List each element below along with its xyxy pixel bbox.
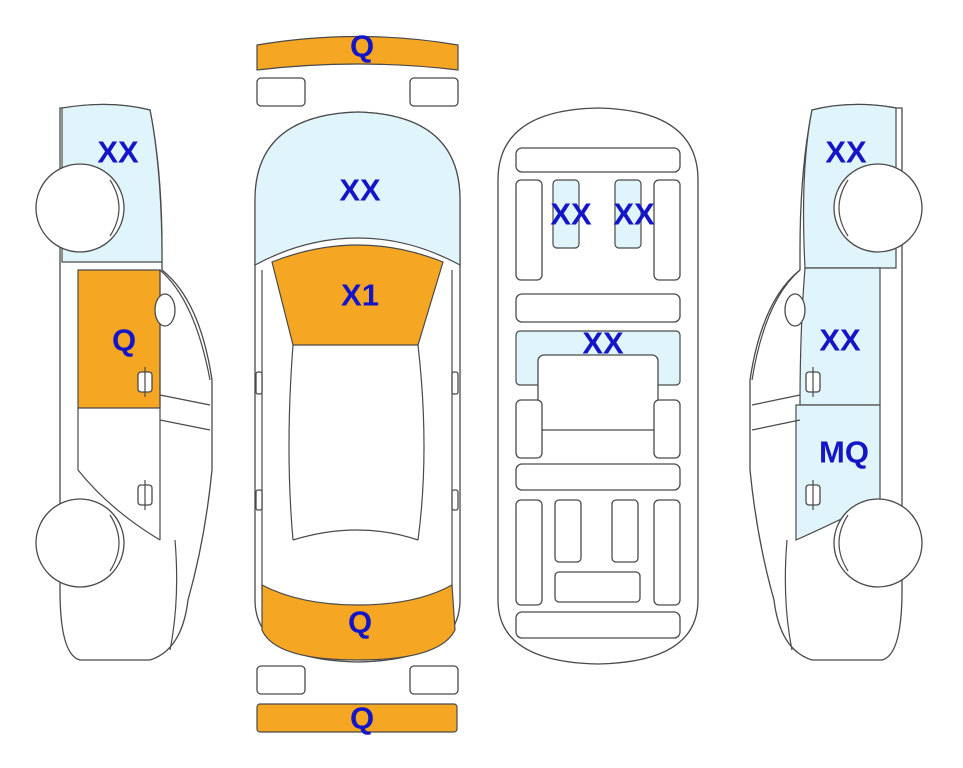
right-mirror: [784, 293, 806, 327]
interior-center-bar: [515, 293, 681, 323]
right-rear-pillar: [784, 539, 793, 651]
left-belt-line: [159, 394, 211, 406]
interior-right-door-front: [653, 179, 681, 281]
left-front-wheel-arc: [109, 179, 120, 237]
right-rear-handle: [805, 480, 821, 510]
right-rear-door-label: MQ: [819, 435, 869, 470]
top-hood-label: XX: [339, 173, 381, 208]
left-side-view: XX Q: [35, 103, 213, 661]
interior-left-door-rear: [515, 399, 543, 459]
top-right-mirror: [451, 371, 459, 395]
left-front-wheel: [35, 163, 125, 253]
left-rear-wheel: [35, 498, 125, 588]
left-front-handle: [137, 367, 153, 397]
right-front-wheel: [833, 163, 923, 253]
right-front-wheel-arc: [838, 179, 849, 237]
top-front-bumper: [256, 35, 459, 71]
top-left-handle: [255, 489, 263, 511]
top-rear-left-light: [256, 665, 306, 695]
top-rear-window-panel: [261, 584, 456, 661]
interior-console: [537, 354, 659, 431]
interior-rear-seat-right: [611, 499, 639, 563]
top-windshield-panel: [271, 244, 444, 346]
left-mirror: [154, 293, 176, 327]
interior-dash: [515, 147, 681, 173]
right-front-handle: [805, 367, 821, 397]
left-front-door-label: Q: [112, 323, 136, 358]
left-rear-handle: [137, 480, 153, 510]
interior-seat-left: [552, 179, 580, 249]
top-left-mirror: [255, 371, 263, 395]
top-left-side-line: [261, 270, 453, 590]
top-right-handle: [451, 489, 459, 511]
right-window-line: [751, 269, 801, 381]
top-roof-outline: [288, 344, 425, 541]
right-belt-line-2: [751, 419, 801, 431]
interior-seat-left-label: XX: [550, 197, 592, 232]
interior-view: XX XX XX: [497, 107, 699, 665]
top-hood-panel: [254, 111, 461, 267]
top-front-bumper-label: Q: [350, 29, 374, 64]
top-view: Q XX X1 Q Q: [254, 29, 461, 736]
top-front-left-light: [256, 77, 306, 107]
left-belt-line-2: [159, 419, 211, 431]
interior-seat-right-label: XX: [613, 197, 655, 232]
left-roof-label: XX: [97, 135, 139, 170]
right-rear-wheel: [833, 498, 923, 588]
interior-rear-left-door: [515, 499, 543, 606]
interior-rear-seat-left: [554, 499, 582, 563]
interior-rear-bench: [515, 463, 681, 491]
top-rear-bumper: [256, 703, 458, 733]
interior-left-door-front: [515, 179, 543, 281]
interior-seat-right: [614, 179, 642, 249]
left-rear-wheel-arc: [109, 514, 120, 572]
interior-rear-cushion: [554, 571, 641, 603]
left-rear-pillar: [169, 539, 178, 651]
left-rear-door-line: [77, 408, 161, 541]
right-rear-wheel-arc: [838, 514, 849, 572]
right-side-view: XX XX MQ: [749, 103, 923, 661]
right-belt-line: [751, 394, 801, 406]
left-window-line: [159, 269, 211, 381]
right-roof-label: XX: [825, 135, 867, 170]
interior-middle-label: XX: [582, 326, 624, 361]
top-front-right-light: [409, 77, 459, 107]
top-roof-rear-line: [292, 529, 419, 541]
interior-right-door-rear: [653, 399, 681, 459]
top-windshield-label: X1: [341, 278, 379, 313]
interior-trunk: [515, 611, 681, 639]
top-rear-window-label: Q: [348, 605, 372, 640]
right-front-door-label: XX: [819, 323, 861, 358]
top-rear-right-light: [409, 665, 459, 695]
interior-rear-right-door: [653, 499, 681, 606]
top-rear-bumper-label: Q: [350, 701, 374, 736]
